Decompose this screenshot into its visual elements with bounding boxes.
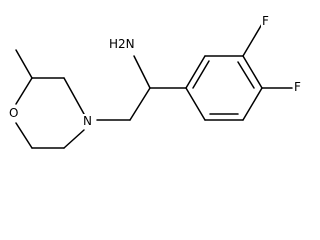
bond-ring-3 <box>242 55 263 89</box>
bond-n-c5 <box>63 129 85 149</box>
bond-ring-inner-a <box>192 60 210 89</box>
bond-c2-methyl <box>15 49 33 79</box>
amine-label: H2N <box>108 37 136 51</box>
bond-ring-4 <box>242 87 263 121</box>
fluorine-meta-label: F <box>261 14 270 28</box>
bond-ring-f-meta <box>242 23 263 57</box>
ring-oxygen-label: O <box>8 106 20 120</box>
bond-c6-o <box>15 122 33 149</box>
bond-drawing <box>15 23 293 149</box>
bond-ring-inner-b <box>237 61 255 89</box>
bond-ring-6 <box>185 87 206 121</box>
bond-ring-1 <box>185 55 206 89</box>
ring-nitrogen-label: N <box>82 114 93 128</box>
bond-o-c2 <box>15 77 33 105</box>
bond-ch2-ch <box>129 87 151 121</box>
fluorine-para-label: F <box>293 80 302 94</box>
structure-diagram: H2N F F N O <box>8 14 302 149</box>
bond-ch-nh2 <box>133 55 151 89</box>
bond-c3-n <box>63 77 85 115</box>
